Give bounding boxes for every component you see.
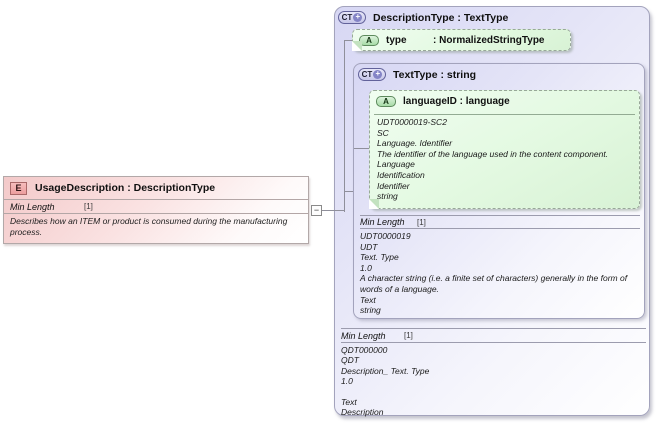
annotation-line: 1.0 (341, 376, 353, 387)
complextype-icon: CT + (358, 68, 386, 81)
folded-corner (369, 199, 379, 209)
languageid-header: A languageID : language (370, 91, 639, 112)
attribute-icon: A (359, 34, 379, 46)
annotation-line: Text (360, 294, 376, 305)
plus-icon: + (373, 70, 383, 79)
complextype-header: CT + DescriptionType : TextType (338, 11, 508, 24)
element-facet-row: Min Length [1] (4, 200, 308, 214)
element-description: Describes how an ITEM or product is cons… (10, 216, 288, 237)
annotation-line: UDT0000019 (360, 231, 411, 241)
divider (341, 328, 646, 329)
connector-elbow-to-type-attribute (344, 40, 353, 41)
annotation-line: The identifier of the language used in t… (377, 148, 609, 159)
complextype-icon-label: CT (361, 70, 373, 79)
attribute-icon: A (376, 96, 396, 107)
texttype-facet-row: Min Length [1] (360, 216, 426, 228)
annotation-line (341, 387, 641, 397)
annotation-line: string (377, 191, 398, 202)
annotation-line: Text (341, 397, 357, 408)
folded-corner (352, 41, 362, 51)
annotation-line: QDT (341, 355, 359, 366)
annotation-line: Language (377, 159, 415, 170)
minus-icon: − (313, 205, 320, 215)
connector-stub-to-languageid (354, 148, 369, 149)
attribute-datatype: : NormalizedStringType (433, 34, 545, 46)
attribute-box-type: A type : NormalizedStringType (352, 29, 571, 51)
element-box-usagedescription: E UsageDescription : DescriptionType Min… (3, 176, 309, 244)
texttype-title: TextType : string (393, 68, 477, 81)
connector-horizontal-line (311, 210, 344, 211)
annotation-line: Language. Identifier (377, 138, 453, 149)
plus-icon: + (353, 13, 363, 22)
element-icon: E (10, 181, 27, 195)
facet-cardinality: [1] (417, 217, 426, 227)
facet-name: Min Length (10, 201, 55, 212)
collapse-toggle[interactable]: − (311, 205, 322, 216)
facet-name: Min Length (341, 330, 386, 341)
facet-name: Min Length (360, 217, 405, 227)
complextype-icon: CT + (338, 11, 366, 24)
annotation-line: UDT0000019-SC2 (377, 117, 447, 127)
annotation-line: QDT000000 (341, 345, 388, 355)
complextype-title: DescriptionType : TextType (373, 11, 509, 24)
complextype-icon-label: CT (341, 13, 353, 22)
connector-stub-to-texttype (344, 191, 353, 192)
texttype-header: CT + TextType : string (358, 68, 476, 81)
attribute-title: languageID : language (403, 96, 510, 107)
annotation-line: Identification (377, 169, 425, 180)
facet-cardinality: [1] (84, 202, 93, 211)
attribute-name: type (386, 34, 407, 46)
divider (374, 114, 635, 115)
annotation-line: Identifier (377, 180, 410, 191)
connector-vertical-line (344, 40, 345, 212)
facet-cardinality: [1] (404, 331, 413, 340)
annotation-line: UDT (360, 241, 378, 252)
element-title: UsageDescription : DescriptionType (35, 182, 216, 194)
annotation-line: string (360, 305, 381, 316)
complextype-box-texttype: CT + TextType : string A languageID : la… (353, 63, 645, 319)
element-header: E UsageDescription : DescriptionType (4, 177, 308, 200)
descriptiontype-facet-row: Min Length [1] (341, 329, 413, 342)
annotation-line: 1.0 (360, 262, 372, 273)
annotation-line: SC (377, 127, 389, 138)
annotation-line: Description_ Text. Type (341, 365, 430, 376)
divider (341, 342, 646, 343)
annotation-line: Text. Type (360, 252, 399, 263)
divider (360, 215, 640, 216)
annotation-line: A character string (i.e. a finite set of… (360, 273, 628, 294)
annotation-line: Description (341, 407, 384, 418)
complextype-box-descriptiontype: CT + DescriptionType : TextType A type :… (334, 6, 650, 418)
divider (360, 228, 640, 229)
